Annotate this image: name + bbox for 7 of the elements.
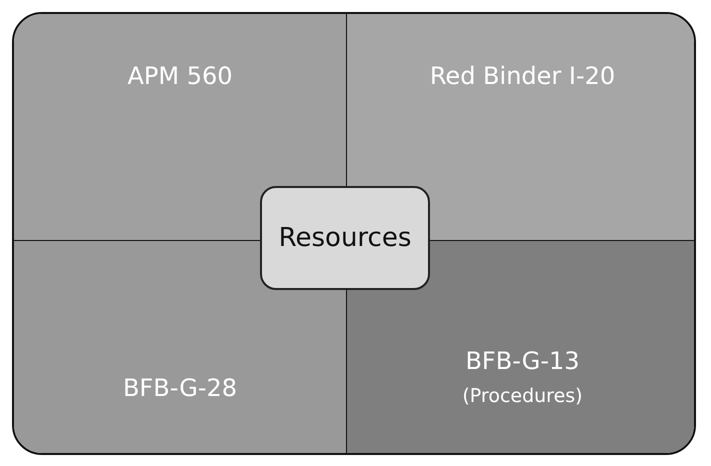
quadrant-title: BFB-G-13 bbox=[465, 347, 580, 375]
quadrant-subtitle: (Procedures) bbox=[462, 385, 583, 407]
center-box bbox=[260, 186, 430, 290]
quadrant-title: APM 560 bbox=[127, 62, 233, 90]
quadrant-title: BFB-G-28 bbox=[122, 374, 238, 402]
center-label: Resources bbox=[278, 223, 412, 253]
quadrant-title: Red Binder I-20 bbox=[430, 62, 616, 90]
